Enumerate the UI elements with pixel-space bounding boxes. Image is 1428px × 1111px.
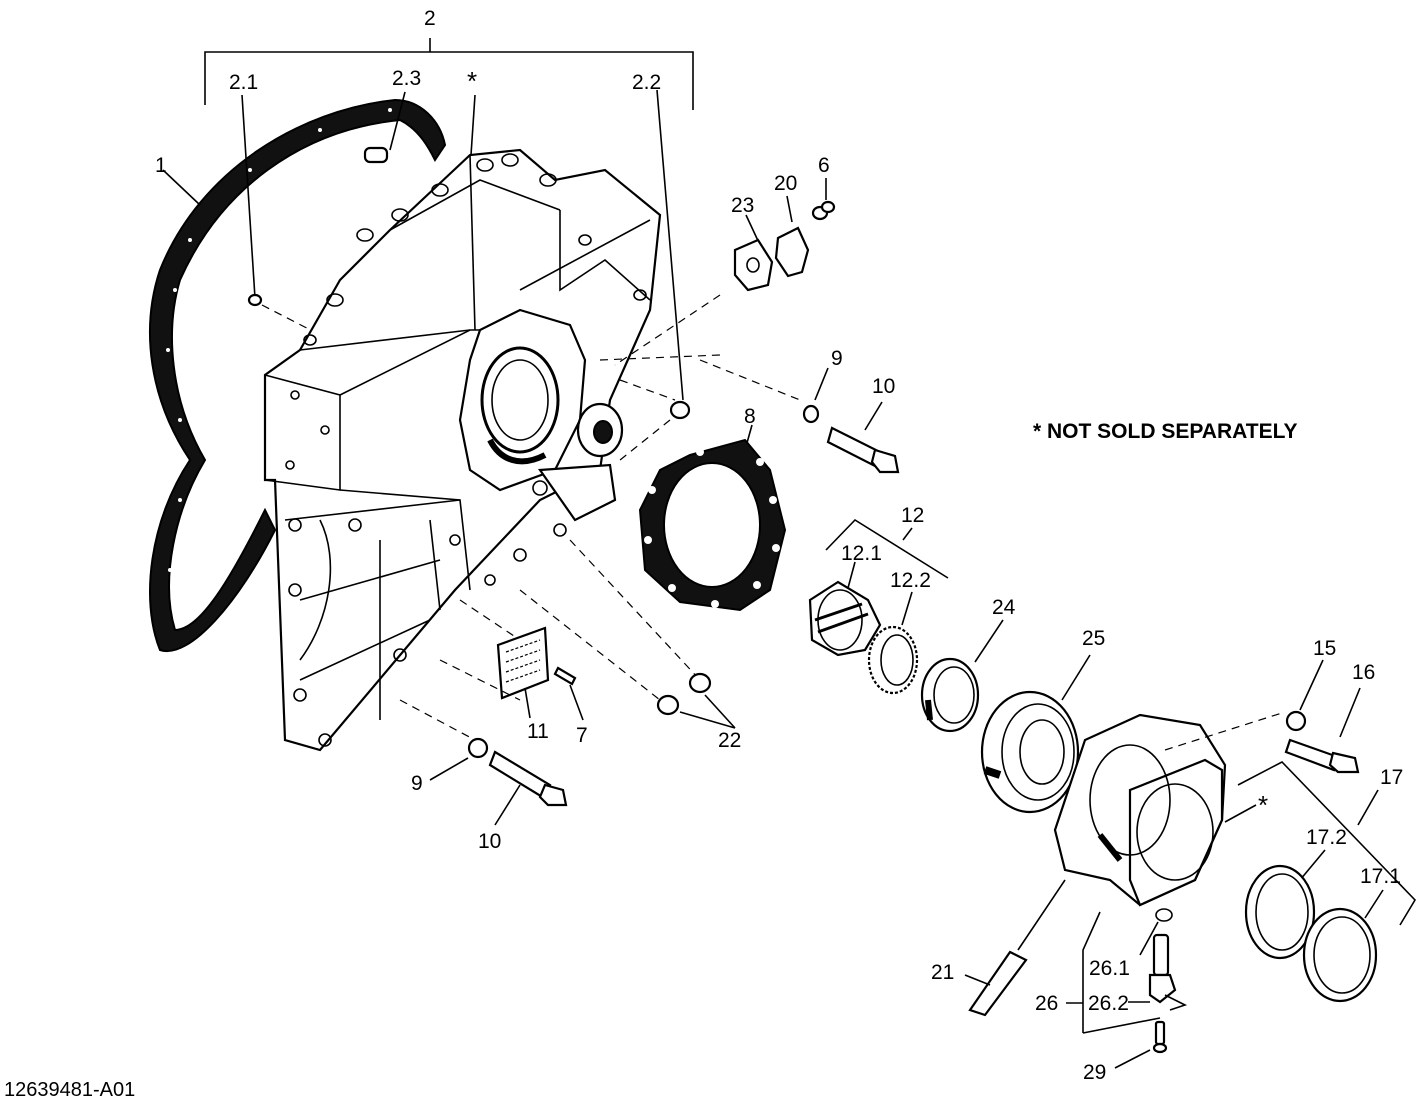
not-sold-separately-note: * NOT SOLD SEPARATELY (1033, 420, 1298, 443)
bracket-2 (204, 38, 694, 110)
label-10-upper: 10 (872, 375, 896, 398)
bracket-12 (825, 518, 949, 579)
label-26: 26 (1035, 992, 1059, 1015)
label-23: 23 (731, 194, 755, 217)
seal-17-2 (1244, 864, 1316, 960)
o-ring-26-1 (1155, 908, 1173, 922)
label-21: 21 (931, 961, 955, 984)
label-2-1: 2.1 (229, 71, 259, 94)
leader-1 (162, 169, 201, 206)
pin-21 (968, 950, 1028, 1017)
label-2-2: 2.2 (632, 71, 662, 94)
screws-6 (811, 200, 836, 221)
ring-17-1 (1302, 907, 1378, 1003)
leader-2-3 (389, 91, 406, 151)
label-12: 12 (901, 504, 925, 527)
leader-25 (1061, 654, 1091, 701)
bracket-17 (1237, 761, 1417, 926)
washer-15 (1285, 710, 1307, 732)
plugs-22 (656, 672, 712, 716)
dowel-2-1 (247, 293, 263, 307)
washer-9-upper (802, 404, 820, 424)
leader-21 (964, 974, 991, 986)
flywheel-housing (263, 148, 662, 752)
label-10-lower: 10 (478, 830, 502, 853)
bushing-12-1 (808, 580, 882, 657)
label-7: 7 (576, 724, 588, 747)
label-17-1: 17.1 (1360, 865, 1401, 888)
label-26-1: 26.1 (1089, 957, 1130, 980)
screw-29 (1152, 1020, 1168, 1054)
leader-15 (1299, 659, 1324, 711)
cover-20 (774, 226, 810, 278)
fitting-26-2 (1148, 933, 1188, 1011)
leader-24 (974, 619, 1004, 663)
label-20: 20 (774, 172, 798, 195)
label-2-3: 2.3 (392, 67, 422, 90)
bracket-26 (1066, 911, 1161, 1034)
label-17-2: 17.2 (1306, 826, 1347, 849)
leader-star-right (1224, 804, 1257, 823)
leader-2-1 (241, 94, 256, 299)
leader-22 (679, 694, 736, 729)
leader-16 (1339, 687, 1361, 738)
leader-17-2 (1299, 849, 1326, 881)
pin-2-3 (363, 146, 389, 164)
bolt-16 (1284, 738, 1360, 774)
label-8: 8 (744, 405, 756, 428)
bolt-10-lower (488, 750, 568, 807)
leader-9-lower (429, 757, 469, 781)
leader-20 (786, 195, 793, 223)
label-24: 24 (992, 596, 1016, 619)
label-star-top: * (467, 66, 478, 96)
label-16: 16 (1352, 661, 1376, 684)
leader-26-1 (1139, 921, 1159, 956)
screw-7 (553, 666, 577, 686)
leader-2-2 (656, 89, 684, 401)
leader-12-1 (847, 561, 856, 589)
bearing-housing (1053, 713, 1227, 907)
label-6: 6 (818, 154, 830, 177)
gasket-8 (638, 438, 787, 612)
figure-id: 12639481-A01 (4, 1079, 136, 1101)
leader-17-1 (1364, 889, 1384, 919)
plate-11 (496, 626, 550, 700)
label-star-right: * (1258, 790, 1269, 820)
label-2: 2 (424, 7, 436, 30)
label-1: 1 (155, 154, 167, 177)
gasket-1 (149, 98, 447, 653)
label-15: 15 (1313, 637, 1337, 660)
leader-10-upper (864, 401, 883, 431)
label-25: 25 (1082, 627, 1106, 650)
leader-12-2 (901, 591, 913, 626)
label-22: 22 (718, 729, 742, 752)
leader-11 (524, 687, 531, 719)
plug-2-2 (669, 400, 691, 420)
label-9-upper: 9 (831, 347, 843, 370)
leader-29 (1114, 1049, 1151, 1069)
label-12-2: 12.2 (890, 569, 931, 592)
label-26-2: 26.2 (1088, 992, 1129, 1015)
gear-ring-12-2 (867, 625, 919, 695)
leader-10-lower (494, 784, 521, 826)
bearing-25 (980, 690, 1080, 814)
leader-7 (569, 684, 584, 721)
gasket-23 (733, 238, 774, 292)
label-12-1: 12.1 (841, 542, 882, 565)
label-11: 11 (527, 720, 549, 743)
ring-24 (920, 657, 980, 733)
bolt-10-upper (826, 426, 900, 474)
leader-9-upper (814, 367, 829, 401)
label-29: 29 (1083, 1061, 1107, 1084)
washer-9-lower (467, 737, 489, 759)
label-9-lower: 9 (411, 772, 423, 795)
label-17: 17 (1380, 766, 1404, 789)
